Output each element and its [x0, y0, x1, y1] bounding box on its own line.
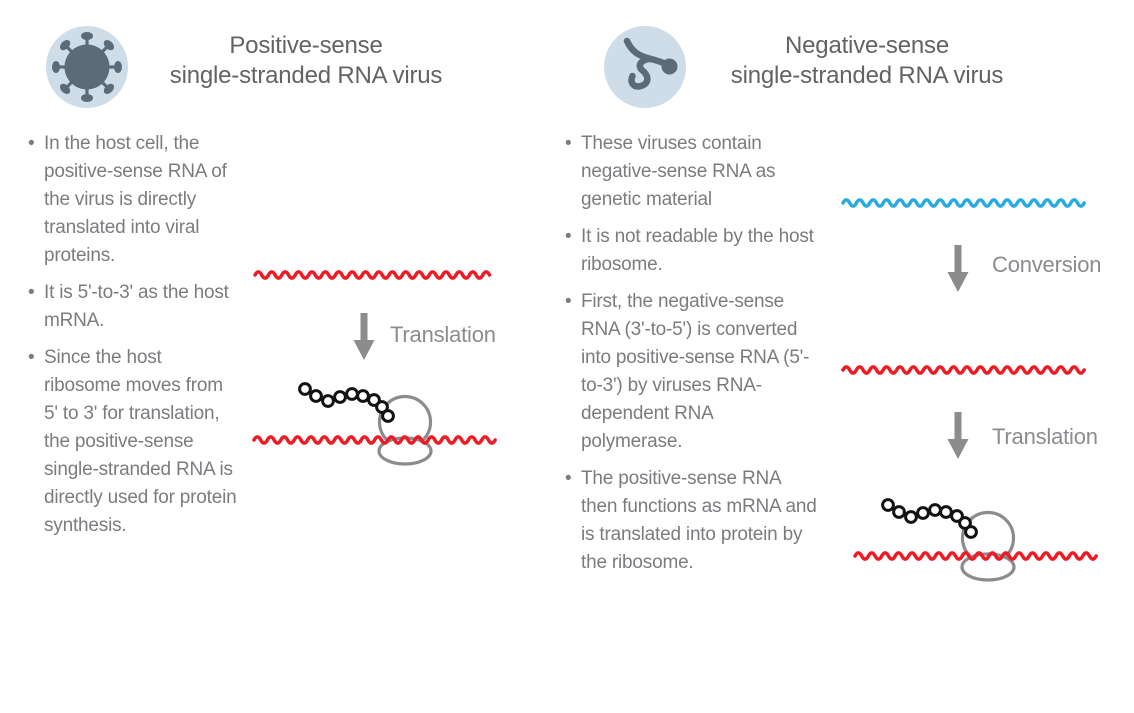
bullet-text: The positive-sense RNA then functions as…: [581, 468, 817, 573]
filovirus-icon: [603, 25, 687, 109]
left-panel-title: Positive-sense single-stranded RNA virus: [126, 31, 486, 91]
list-item: • First, the negative-sense RNA (3'-to-5…: [565, 288, 817, 456]
left-translation-label: Translation: [390, 322, 496, 347]
positive-rna-strand: [253, 270, 492, 280]
list-item: • It is 5'-to-3' as the host mRNA.: [28, 279, 240, 335]
negative-rna-strand: [841, 198, 1086, 208]
list-item: • Since the host ribosome moves from 5' …: [28, 344, 240, 540]
virus-spikes: [52, 32, 122, 102]
protein-chain: [298, 382, 395, 423]
right-bullet-list: • These viruses contain negative-sense R…: [565, 130, 817, 586]
bullet-dot: •: [28, 347, 35, 368]
left-title-line1: Positive-sense: [229, 32, 383, 59]
bullet-text: These viruses contain negative-sense RNA…: [581, 133, 776, 210]
right-panel-title: Negative-sense single-stranded RNA virus: [687, 31, 1047, 91]
bullet-text: In the host cell, the positive-sense RNA…: [44, 133, 227, 266]
list-item: • In the host cell, the positive-sense R…: [28, 130, 240, 270]
bullet-text: First, the negative-sense RNA (3'-to-5')…: [581, 291, 810, 452]
right-title-line2: single-stranded RNA virus: [730, 62, 1004, 89]
translation-arrow: [353, 313, 375, 360]
translation-arrow: [947, 412, 969, 459]
ribosome: [377, 394, 433, 466]
left-bullet-list: • In the host cell, the positive-sense R…: [28, 130, 240, 549]
conversion-arrow: [947, 245, 969, 292]
bullet-text: It is 5'-to-3' as the host mRNA.: [44, 282, 229, 331]
positive-rna-strand: [841, 365, 1086, 375]
bullet-dot: •: [565, 468, 572, 489]
coronavirus-icon: [45, 25, 129, 109]
bullet-dot: •: [565, 226, 572, 247]
left-title-line2: single-stranded RNA virus: [169, 62, 443, 89]
bullet-dot: •: [28, 133, 35, 154]
positive-rna-strand: [853, 551, 1098, 561]
bullet-text: It is not readable by the host ribosome.: [581, 226, 814, 275]
right-conversion-label: Conversion: [992, 252, 1102, 277]
bullet-dot: •: [28, 282, 35, 303]
right-translation-label: Translation: [992, 424, 1098, 449]
bullet-text: Since the host ribosome moves from 5' to…: [44, 347, 237, 536]
bullet-dot: •: [565, 133, 572, 154]
bullet-dot: •: [565, 291, 572, 312]
right-conversion-translation-diagram: [830, 180, 1130, 600]
left-translation-diagram: [240, 250, 560, 490]
list-item: • These viruses contain negative-sense R…: [565, 130, 817, 214]
right-title-line1: Negative-sense: [785, 32, 949, 59]
positive-rna-strand: [252, 435, 497, 445]
list-item: • The positive-sense RNA then functions …: [565, 465, 817, 577]
ribosome: [960, 510, 1016, 582]
protein-chain: [881, 498, 978, 539]
list-item: • It is not readable by the host ribosom…: [565, 223, 817, 279]
